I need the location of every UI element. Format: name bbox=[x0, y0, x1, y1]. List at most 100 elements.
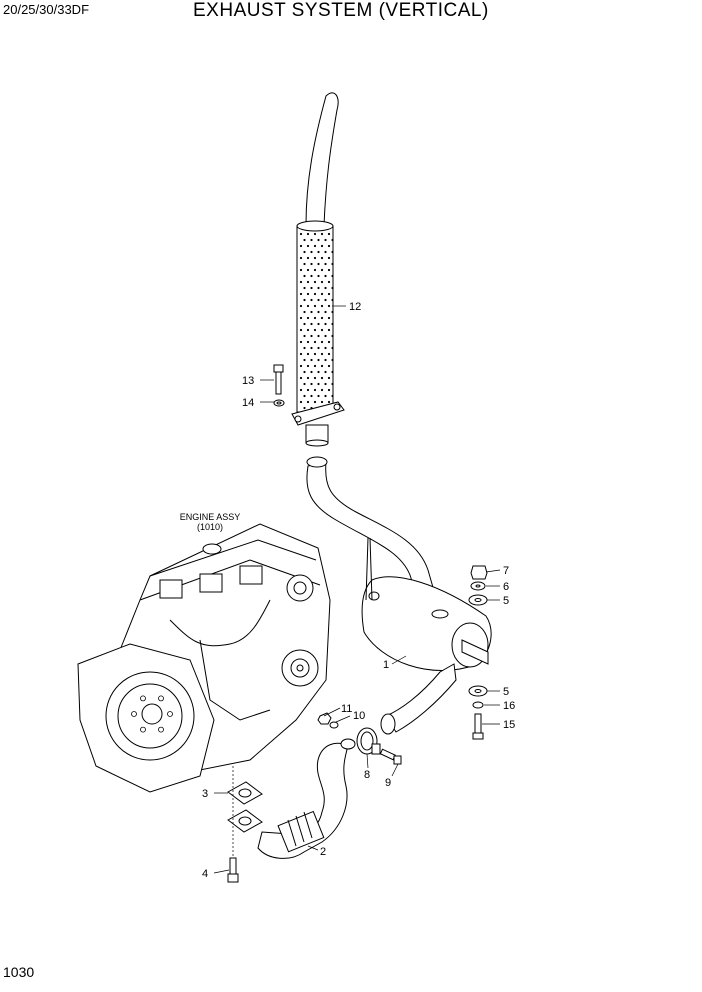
perforation-dot bbox=[303, 250, 306, 254]
flywheel-bolt-hole bbox=[140, 695, 146, 702]
perforation-dot bbox=[331, 394, 334, 398]
page-title: EXHAUST SYSTEM (VERTICAL) bbox=[193, 0, 489, 21]
perforation-dot bbox=[331, 334, 334, 338]
perforation-dot bbox=[310, 322, 313, 326]
perforation-dot bbox=[303, 322, 306, 326]
perforation-dot bbox=[313, 316, 317, 320]
perforation-dot bbox=[317, 370, 320, 374]
perforation-dot bbox=[303, 298, 306, 302]
perforation-dot bbox=[331, 238, 334, 242]
page-number: 1030 bbox=[3, 964, 35, 980]
perforation-dot bbox=[313, 328, 317, 332]
perforation-dot bbox=[313, 340, 317, 344]
perforation-dot bbox=[327, 244, 331, 248]
perforation-dot bbox=[299, 376, 303, 380]
perforation-dot bbox=[327, 256, 331, 260]
washer-14 bbox=[273, 399, 285, 407]
perforation-dot bbox=[313, 268, 317, 272]
nut-7 bbox=[470, 565, 488, 580]
perforation-dot bbox=[317, 262, 320, 266]
washer-6 bbox=[470, 581, 486, 591]
perforation-dot bbox=[317, 238, 320, 242]
callout-5-lower: 5 bbox=[503, 686, 509, 698]
callout-3: 3 bbox=[202, 788, 208, 800]
perforation-dot bbox=[327, 232, 331, 236]
perforation-dot bbox=[313, 304, 317, 308]
flywheel-bolt-hole bbox=[140, 726, 146, 733]
perforated-guard bbox=[291, 220, 345, 447]
perforation-dot bbox=[313, 388, 317, 392]
perforation-dot bbox=[303, 358, 306, 362]
perforation-dot bbox=[306, 256, 310, 260]
perforation-dot bbox=[331, 346, 334, 350]
perforation-dot bbox=[306, 316, 310, 320]
engine-assy-label: ENGINE ASSY bbox=[180, 512, 241, 522]
perforation-dot bbox=[320, 340, 324, 344]
clamp-8 bbox=[356, 727, 381, 755]
perforation-dot bbox=[303, 274, 306, 278]
perforation-dot bbox=[303, 394, 306, 398]
perforation-dot bbox=[331, 286, 334, 290]
perforation-dot bbox=[310, 310, 313, 314]
flywheel-bolt-hole bbox=[131, 711, 137, 717]
washer-16 bbox=[472, 701, 484, 709]
perforation-dot bbox=[299, 244, 303, 248]
perforation-dot bbox=[303, 346, 306, 350]
perforation-dot bbox=[327, 328, 331, 332]
perforation-dot bbox=[327, 388, 331, 392]
perforation-dot bbox=[317, 322, 320, 326]
perforation-dot bbox=[331, 358, 334, 362]
perforation-dot bbox=[313, 352, 317, 356]
perforation-dot bbox=[331, 262, 334, 266]
perforation-dot bbox=[299, 256, 303, 260]
flywheel-bolt-hole bbox=[167, 711, 173, 717]
perforation-dot bbox=[303, 334, 306, 338]
bolt-4 bbox=[227, 857, 239, 883]
perforation-dot bbox=[327, 376, 331, 380]
perforation-dot bbox=[331, 274, 334, 278]
perforation-dot bbox=[299, 268, 303, 272]
perforation-dot bbox=[306, 328, 310, 332]
washer-10 bbox=[329, 721, 339, 729]
perforation-dot bbox=[310, 358, 313, 362]
perforation-dot bbox=[324, 274, 327, 278]
perforation-dot bbox=[327, 364, 331, 368]
perforation-dot bbox=[320, 280, 324, 284]
perforation-dot bbox=[331, 382, 334, 386]
perforation-dot bbox=[306, 280, 310, 284]
nut-11 bbox=[317, 712, 332, 725]
callout-7: 7 bbox=[503, 565, 509, 577]
perforation-dot bbox=[303, 310, 306, 314]
callout-2: 2 bbox=[320, 846, 326, 858]
perforation-dot bbox=[324, 370, 327, 374]
callout-8: 8 bbox=[364, 769, 370, 781]
perforation-dot bbox=[310, 382, 313, 386]
perforation-dot bbox=[313, 400, 317, 404]
gasket-3 bbox=[227, 781, 263, 805]
perforation-dot bbox=[306, 364, 310, 368]
perforation-dot bbox=[306, 340, 310, 344]
perforation-dot bbox=[310, 370, 313, 374]
perforation-dot bbox=[324, 322, 327, 326]
callout-6: 6 bbox=[503, 581, 509, 593]
perforation-dot bbox=[299, 352, 303, 356]
perforation-dot bbox=[317, 250, 320, 254]
bolt-9 bbox=[379, 748, 402, 765]
callout-11: 11 bbox=[341, 703, 352, 715]
perforation-dot bbox=[306, 268, 310, 272]
perforation-dot bbox=[306, 376, 310, 380]
perforation-dot bbox=[327, 280, 331, 284]
callout-5-upper: 5 bbox=[503, 595, 509, 607]
perforation-dot bbox=[317, 346, 320, 350]
callout-4: 4 bbox=[202, 868, 208, 880]
perforation-dot bbox=[320, 256, 324, 260]
perforation-dot bbox=[327, 304, 331, 308]
perforation-dot bbox=[310, 274, 313, 278]
rubber-5-lower bbox=[468, 685, 488, 697]
perforation-dot bbox=[320, 292, 324, 296]
perforation-dot bbox=[320, 328, 324, 332]
perforation-dot bbox=[331, 250, 334, 254]
perforation-dot bbox=[313, 292, 317, 296]
perforation-dot bbox=[299, 292, 303, 296]
muffler bbox=[361, 537, 492, 672]
